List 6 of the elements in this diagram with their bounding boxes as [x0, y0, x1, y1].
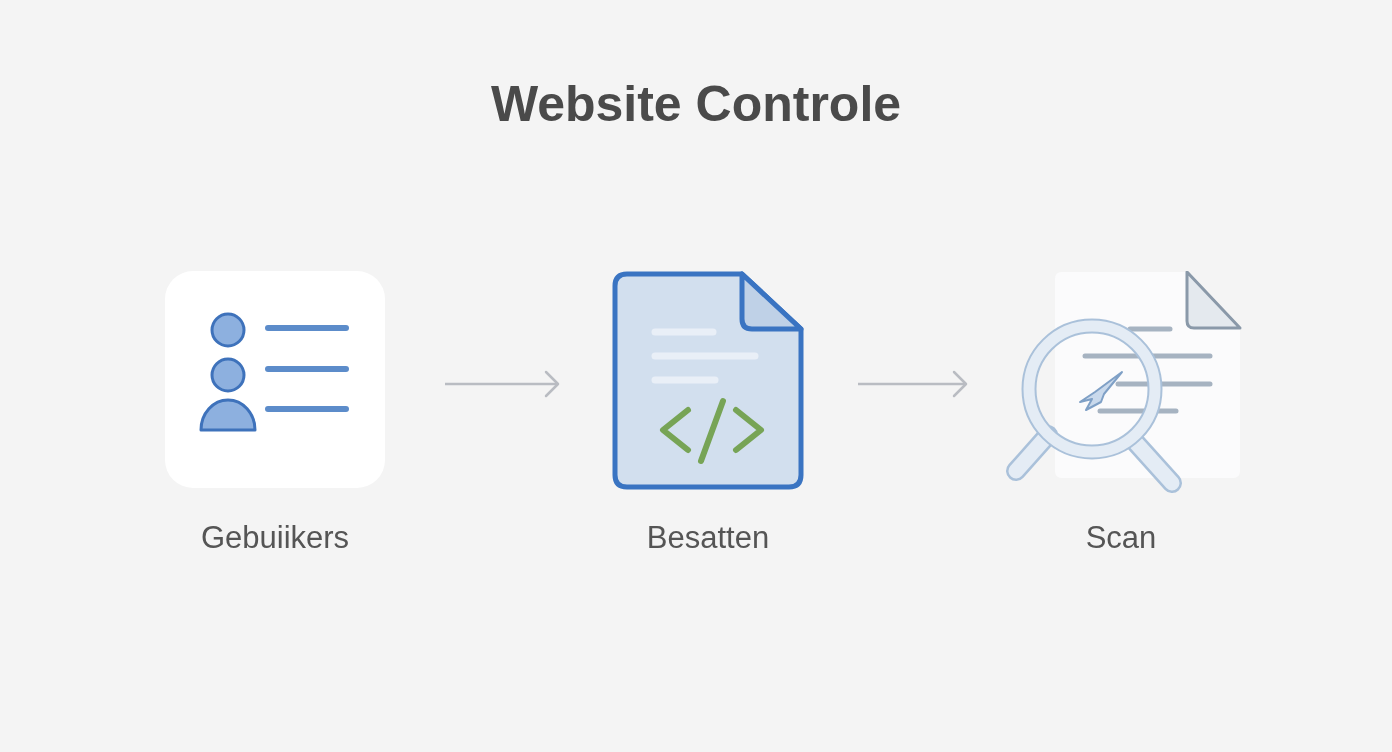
arrow — [445, 370, 560, 398]
diagram-title: Website Controle — [490, 75, 902, 134]
arrow — [858, 370, 968, 398]
step-label: Besatten — [646, 520, 770, 556]
step-label: Scan — [1085, 520, 1157, 556]
step-label: Gebuiikers — [200, 520, 350, 556]
